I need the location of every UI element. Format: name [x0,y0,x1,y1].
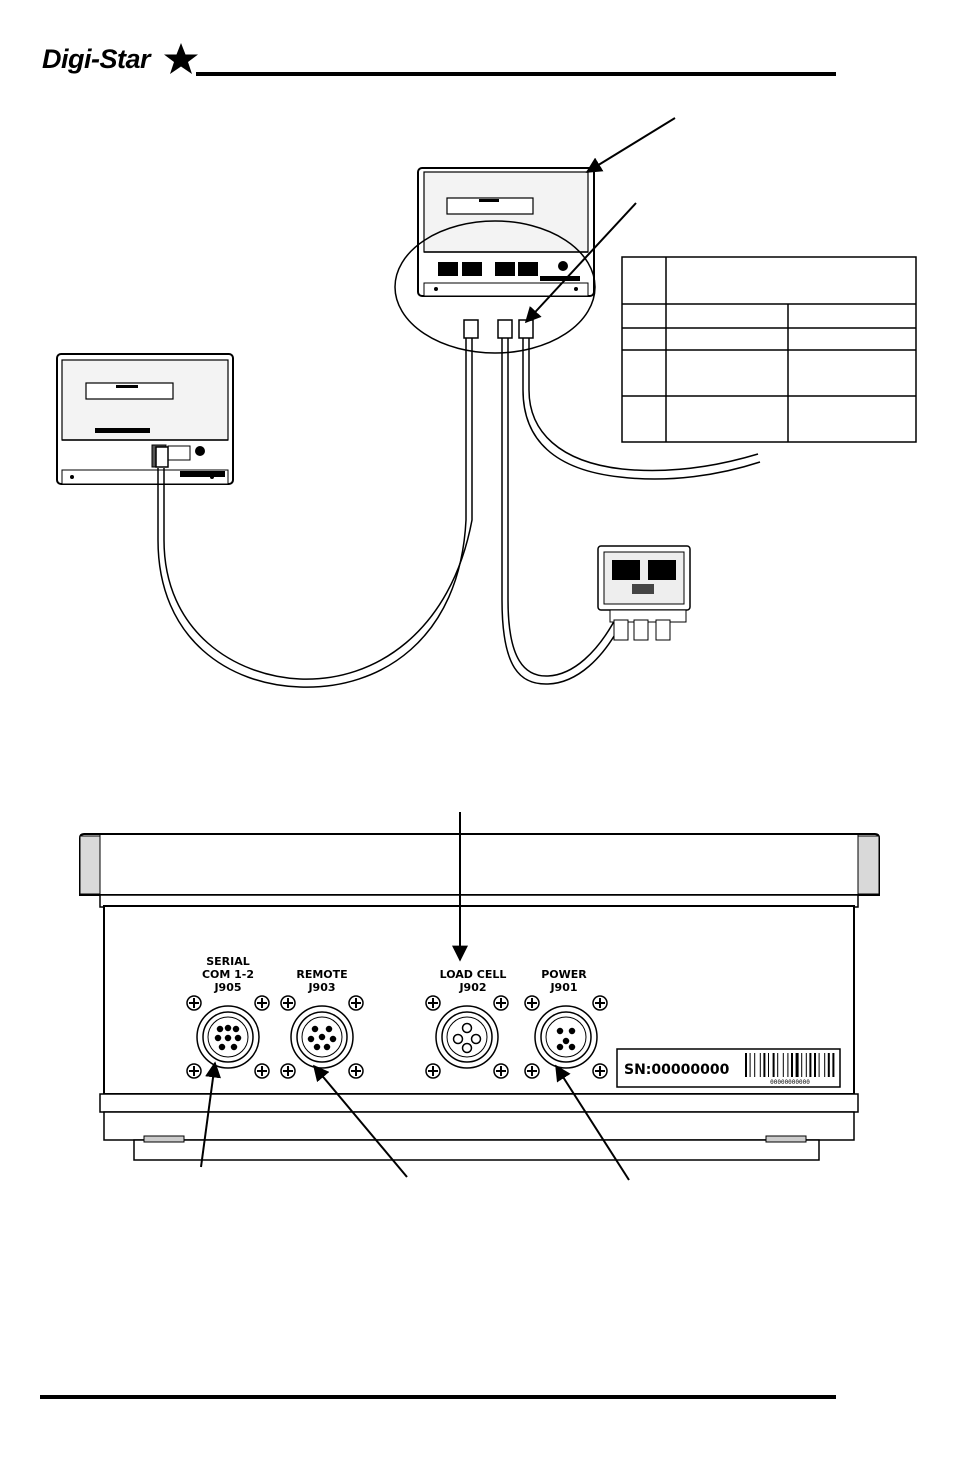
port-code-j905: J905 [213,981,241,994]
junction-box [597,545,691,641]
load-cell-connector [425,995,509,1079]
header-rule [196,72,836,76]
serial-number: SN:00000000 [624,1062,730,1078]
port-code-j901: J901 [549,981,577,994]
arrow-remote [312,1064,408,1178]
screw-icon [493,1063,509,1079]
port-label-remote: REMOTE [296,968,347,981]
screw-icon [254,1063,270,1079]
connector-highlight [394,220,596,354]
logo-text: Digi-Star [42,44,151,74]
arrow-power [555,1064,630,1181]
arrow-serial [200,1061,222,1168]
panel-connectors [186,995,608,1079]
power-connector [524,995,608,1079]
screw-icon [493,995,509,1011]
port-label-load-cell: LOAD CELL [440,968,507,981]
remote-connector [280,995,364,1079]
footer-rule [40,1395,836,1399]
barcode-number: 00000000000 [770,1079,810,1086]
port-label-serial-com: COM 1-2 [202,968,254,981]
screw-icon [280,995,296,1011]
connector-table [621,256,917,443]
remote-indicator [56,353,234,485]
port-label-serial: SERIAL [206,955,250,968]
screw-icon [524,1063,540,1079]
port-code-j903: J903 [307,981,335,994]
cable-plugs [155,319,534,468]
screw-icon [348,1063,364,1079]
screw-icon [348,995,364,1011]
barcode [745,1053,835,1077]
main-indicator [417,167,595,297]
screw-icon [592,995,608,1011]
digistar-logo: Digi-Star [42,40,202,80]
serial-plate: SN:00000000 00000000000 [616,1048,841,1088]
serial-connector [186,995,270,1079]
screw-icon [254,995,270,1011]
screw-icon [592,1063,608,1079]
port-code-j902: J902 [458,981,486,994]
screw-icon [280,1063,296,1079]
screw-icon [425,995,441,1011]
port-label-power: POWER [541,968,587,981]
screw-icon [186,1063,202,1079]
arrow-indicator [585,117,676,173]
star-icon [164,43,198,74]
screw-icon [186,995,202,1011]
screw-icon [524,995,540,1011]
cables [157,338,761,688]
screw-icon [425,1063,441,1079]
arrow-connector [524,202,637,324]
rear-panel-view [79,833,880,1161]
